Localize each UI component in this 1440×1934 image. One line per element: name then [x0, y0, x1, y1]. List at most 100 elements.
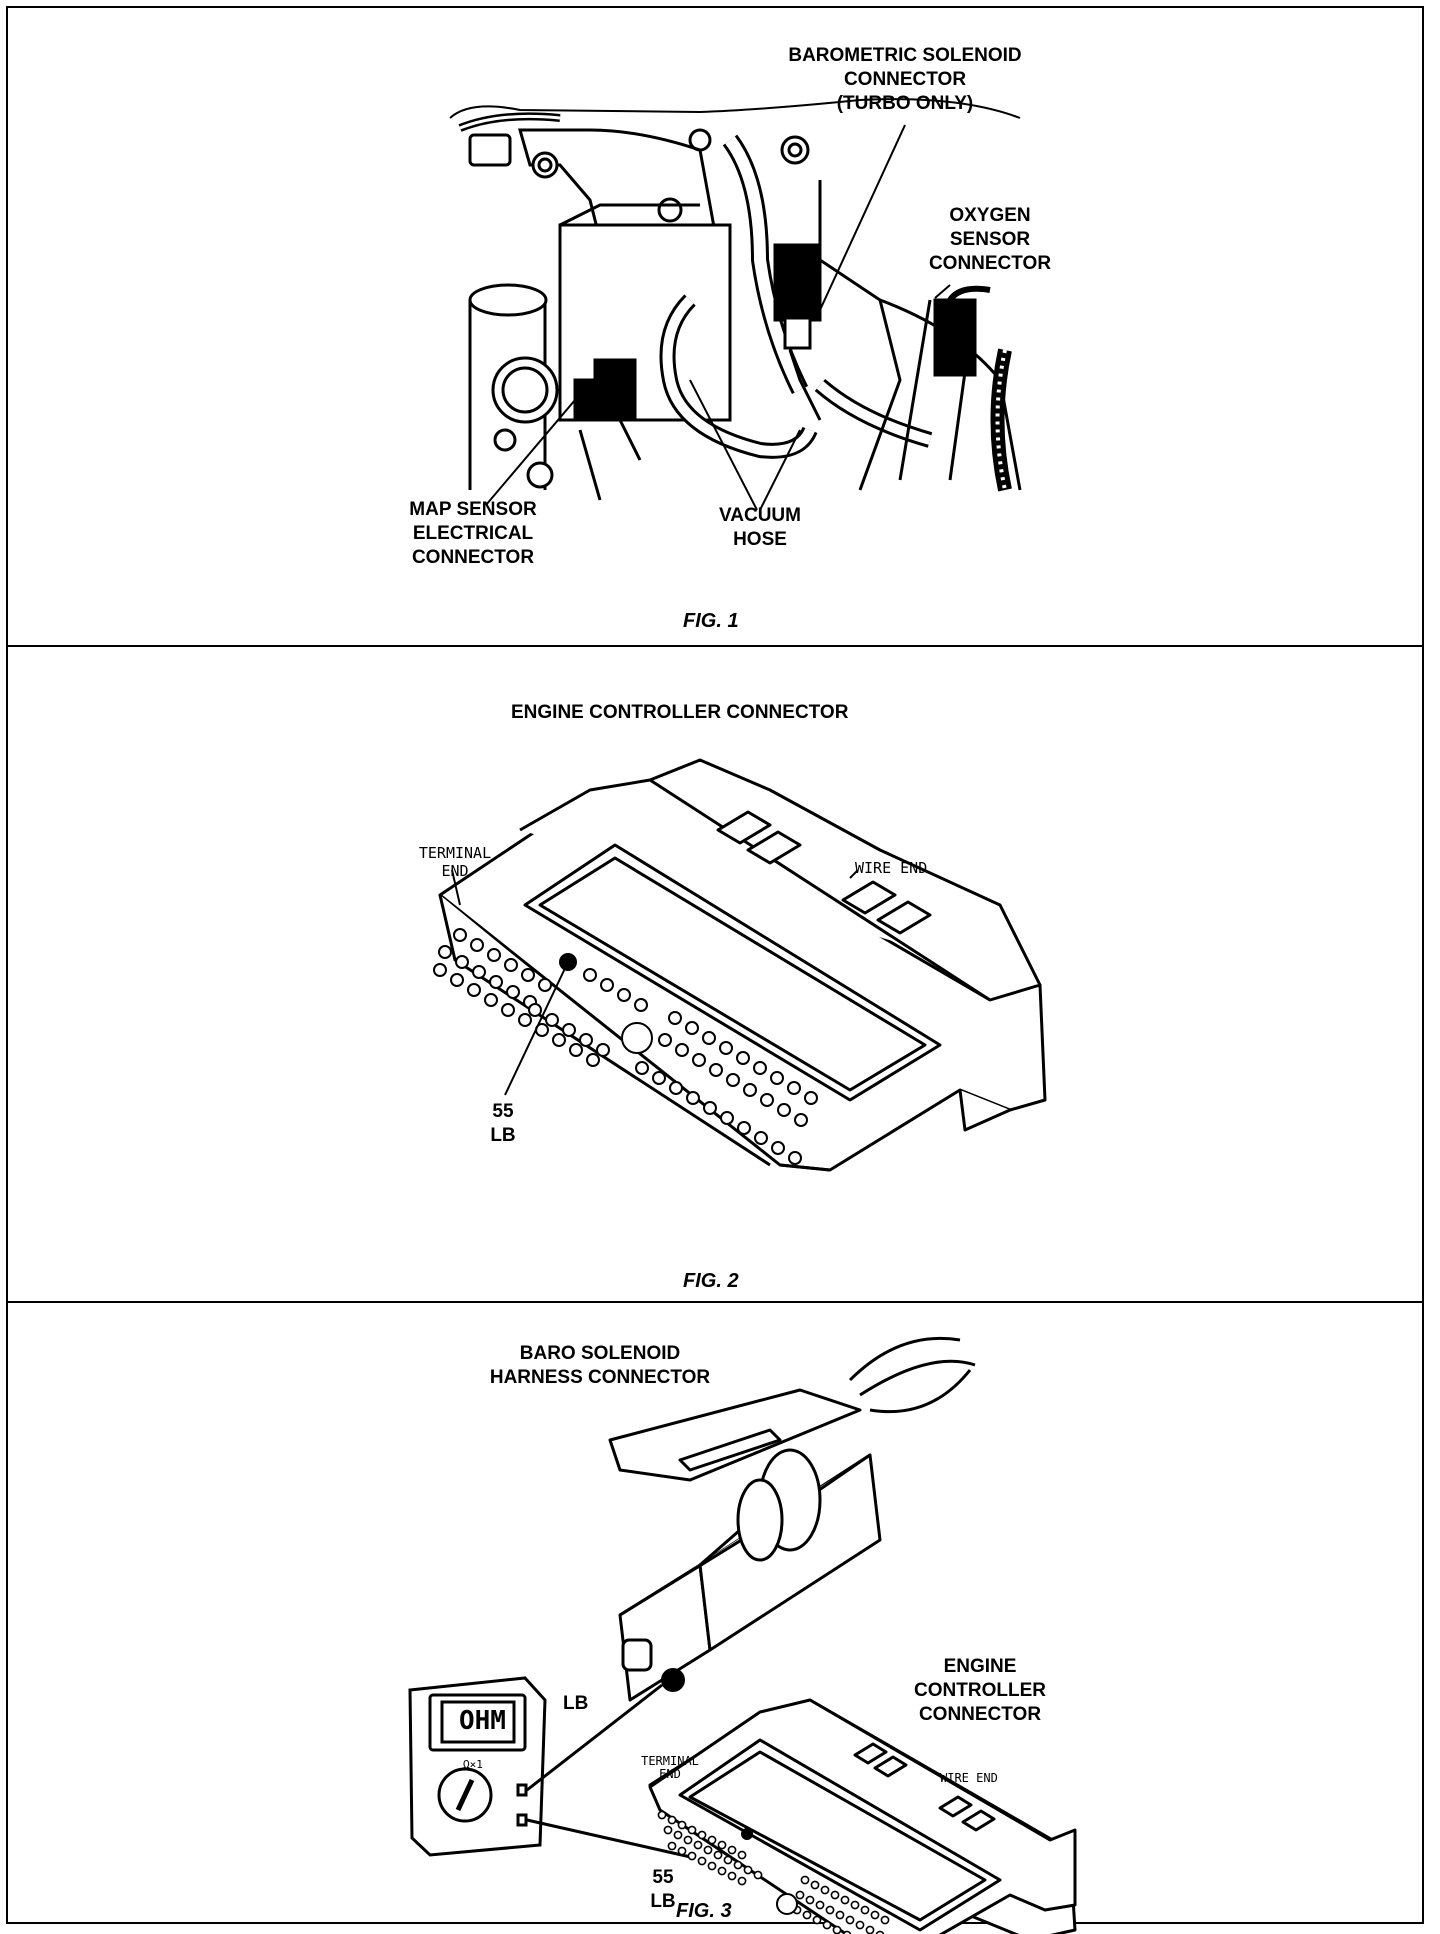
fig3-terminal-end-line2: END: [659, 1767, 681, 1781]
ecc-label-line3: CONNECTOR: [918, 1704, 1042, 1725]
connector-pin: [727, 1871, 737, 1881]
connector-pin: [569, 1043, 583, 1057]
connector-pin: [470, 938, 484, 952]
connector-pin: [787, 1081, 801, 1095]
fig2-title: ENGINE CONTROLLER CONNECTOR: [511, 702, 849, 723]
connector-pin: [635, 1061, 649, 1075]
connector-pin: [723, 1855, 733, 1865]
connector-pin: [697, 1856, 707, 1866]
connector-pin: [450, 973, 464, 987]
connector-pin: [753, 1870, 763, 1880]
connector-pin: [487, 948, 501, 962]
connector-pin: [583, 968, 597, 982]
baro-harness-label-line1: BARO SOLENOID: [519, 1343, 681, 1364]
connector-pin: [702, 1031, 716, 1045]
fig2-connector-illustration: [433, 758, 1047, 1172]
terminal-end-label-line1: TERMINAL: [418, 844, 492, 862]
connector-pin: [850, 1900, 860, 1910]
terminal-end-label-line2: END: [441, 862, 469, 880]
connector-pin: [687, 1851, 697, 1861]
connector-pin: [880, 1915, 890, 1925]
connector-pin: [771, 1141, 785, 1155]
panel-divider-2: [6, 1301, 1424, 1303]
connector-pin: [579, 1033, 593, 1047]
oxygen-label-line3: CONNECTOR: [928, 253, 1052, 274]
connector-pin: [586, 1053, 600, 1067]
connector-pin: [669, 1081, 683, 1095]
connector-pin: [832, 1925, 842, 1934]
connector-pin: [736, 1051, 750, 1065]
connector-pin: [726, 1073, 740, 1087]
connector-pin: [713, 1850, 723, 1860]
connector-pin: [518, 1013, 532, 1027]
connector-pin: [562, 1023, 576, 1037]
connector-pin: [788, 1151, 802, 1165]
connector-pin: [707, 1835, 717, 1845]
ohmmeter-display: OHM: [459, 1706, 506, 1736]
connector-pin: [812, 1915, 822, 1925]
connector-pin: [667, 1815, 677, 1825]
baro-harness-label-line2: HARNESS CONNECTOR: [489, 1367, 711, 1388]
connector-pin: [600, 978, 614, 992]
baro-solenoid-label-line2: CONNECTOR: [843, 69, 967, 90]
connector-pin: [433, 963, 447, 977]
page-frame: [6, 6, 1424, 1924]
pin-55-color: LB: [490, 1125, 516, 1146]
fig3-caption: FIG. 3: [676, 1900, 732, 1922]
map-sensor-label-line3: CONNECTOR: [411, 547, 535, 568]
connector-pin: [683, 1835, 693, 1845]
connector-pin: [467, 983, 481, 997]
connector-pin: [737, 1850, 747, 1860]
connector-pin: [652, 1071, 666, 1085]
vacuum-hose-label-line1: VACUUM: [719, 505, 801, 526]
connector-pin: [870, 1910, 880, 1920]
connector-pin: [538, 978, 552, 992]
connector-pin: [685, 1021, 699, 1035]
connector-pin: [743, 1083, 757, 1097]
connector-pin: [697, 1830, 707, 1840]
connector-pin: [865, 1925, 875, 1934]
connector-pin: [703, 1845, 713, 1855]
connector-pin: [822, 1920, 832, 1930]
connector-pin: [707, 1861, 717, 1871]
connector-pin: [835, 1910, 845, 1920]
ohmmeter-range: Ω×1: [463, 1758, 483, 1771]
connector-pin: [489, 975, 503, 989]
connector-pin: [545, 1013, 559, 1027]
fig3-pin-55-color: LB: [650, 1891, 676, 1912]
fig3-terminal-end-line1: TERMINAL: [641, 1754, 699, 1768]
connector-pin: [687, 1825, 697, 1835]
connector-pin: [795, 1890, 805, 1900]
connector-pin: [810, 1880, 820, 1890]
connector-pin: [754, 1131, 768, 1145]
connector-pin: [658, 1033, 672, 1047]
fig2-pin-grid: [433, 928, 818, 1165]
connector-pin: [845, 1915, 855, 1925]
connector-pin: [686, 1091, 700, 1105]
fig3-pin-55-number: 55: [652, 1867, 674, 1888]
connector-pin: [657, 1810, 667, 1820]
connector-pin: [860, 1905, 870, 1915]
ecc-label-line2: CONTROLLER: [914, 1680, 1046, 1701]
connector-pin: [693, 1840, 703, 1850]
connector-pin: [667, 1841, 677, 1851]
connector-pin: [855, 1920, 865, 1930]
connector-pin: [501, 1003, 515, 1017]
connector-pin: [596, 1043, 610, 1057]
connector-pin: [472, 965, 486, 979]
connector-pin: [484, 993, 498, 1007]
connector-pin: [842, 1930, 852, 1934]
map-sensor-label-line2: ELECTRICAL: [412, 523, 534, 544]
connector-pin: [760, 1093, 774, 1107]
connector-pin: [521, 968, 535, 982]
oxygen-label-line2: SENSOR: [949, 229, 1031, 250]
baro-solenoid-label-line1: BAROMETRIC SOLENOID: [788, 45, 1022, 66]
panel-divider-1: [6, 645, 1424, 647]
connector-pin: [703, 1101, 717, 1115]
connector-pin: [528, 1003, 542, 1017]
connector-pin: [677, 1846, 687, 1856]
connector-pin: [709, 1063, 723, 1077]
connector-pin: [668, 1011, 682, 1025]
connector-pin: [717, 1840, 727, 1850]
